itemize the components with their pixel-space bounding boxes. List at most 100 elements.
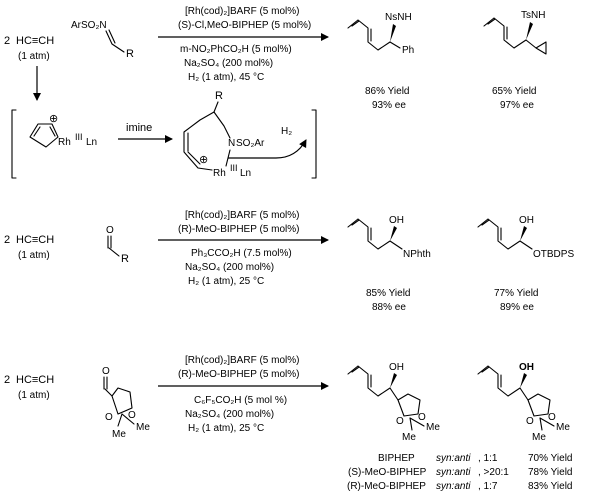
row1-p2-TsNH: TsNH bbox=[521, 10, 545, 21]
row3-p2-ring bbox=[527, 393, 551, 417]
row1-p1-ph-bond bbox=[389, 41, 401, 49]
mech-h2-arrow bbox=[228, 139, 307, 159]
row1-product-2: TsNH 65% Yield 97% ee bbox=[483, 10, 547, 111]
row3-product-anti: OH O O Me Me bbox=[477, 362, 570, 443]
row3-p1-ring-O2: O bbox=[418, 412, 426, 423]
mech-h2-label: H₂ bbox=[281, 126, 292, 137]
row3-alkyne-pressure: (1 atm) bbox=[18, 390, 50, 401]
row3-cond-3: C₆F₅CO₂H (5 mol %) bbox=[194, 395, 287, 406]
row1-conditions: [Rh(cod)₂]BARF (5 mol%) (S)-Cl,MeO-BIPHE… bbox=[158, 6, 329, 83]
mech-plus-1: ⊕ bbox=[49, 113, 58, 125]
row2-p2-ee: 89% ee bbox=[500, 302, 534, 313]
row3-yield-2: 78% Yield bbox=[528, 467, 572, 478]
row3-p1-ring bbox=[397, 393, 421, 417]
row2-p2-yield: 77% Yield bbox=[494, 288, 538, 299]
mech-azametallacycle bbox=[183, 111, 231, 171]
mech-metallacycle bbox=[29, 123, 59, 148]
row3-yield-3: 83% Yield bbox=[528, 481, 572, 492]
row3-me-2: Me bbox=[112, 429, 126, 440]
mech-right-bracket bbox=[311, 109, 317, 179]
row3-reactants: 2 HC≡CH (1 atm) O O O Me Me bbox=[4, 366, 150, 440]
mech-R-bond bbox=[213, 101, 219, 113]
row2-alkyne: HC≡CH bbox=[16, 234, 54, 246]
row1-p2-cyclopropyl bbox=[525, 39, 547, 55]
row1-cond-1: [Rh(cod)₂]BARF (5 mol%) bbox=[185, 6, 299, 17]
row3-aldehyde-bonds bbox=[103, 376, 113, 397]
row1-p1-skeleton bbox=[347, 19, 391, 51]
row2-product-1: OH NPhth 85% Yield 88% ee bbox=[347, 215, 431, 313]
mech-int-SO2Ar: SO₂Ar bbox=[236, 138, 265, 149]
row1-imine-R: R bbox=[126, 48, 134, 60]
row3-p1-ring-O1: O bbox=[396, 416, 404, 427]
row3-ligand-2: (S)-MeO-BIPHEP bbox=[348, 467, 427, 478]
row3-p1-me-2: Me bbox=[402, 432, 416, 443]
row3-ratio-label-2: syn:anti bbox=[436, 467, 471, 478]
row1-alkyne-pressure: (1 atm) bbox=[18, 51, 50, 62]
row3-ring-O2: O bbox=[128, 410, 136, 421]
row2-p2-oh-wedge bbox=[520, 226, 527, 241]
row3-p2-oh-wedge bbox=[520, 373, 527, 388]
mech-int-R: R bbox=[215, 90, 223, 102]
mechanism: ⊕ Rh III Ln imine R N SO₂Ar ⊕ Rh III Ln … bbox=[11, 66, 317, 179]
row1-cond-4: Na₂SO₄ (200 mol%) bbox=[184, 58, 273, 69]
row1-coefficient: 2 bbox=[4, 35, 10, 47]
row2-cond-3: Ph₃CCO₂H (7.5 mol%) bbox=[191, 248, 292, 259]
row3-ring-O1: O bbox=[105, 412, 113, 423]
row3-ratio-2: , >20:1 bbox=[478, 467, 509, 478]
row3-p2-ring-O2: O bbox=[548, 412, 556, 423]
row1-p1-yield: 86% Yield bbox=[365, 86, 409, 97]
row1-imine-sulfonyl: ArSO₂N bbox=[71, 20, 107, 31]
row1-product-1: NsNH Ph 86% Yield 93% ee bbox=[347, 12, 414, 111]
row1-p2-ee: 97% ee bbox=[500, 100, 534, 111]
row3-alkyne: HC≡CH bbox=[16, 374, 54, 386]
row2-cond-4: Na₂SO₄ (200 mol%) bbox=[185, 262, 274, 273]
row3-cond-4: Na₂SO₄ (200 mol%) bbox=[185, 409, 274, 420]
mech-ln-2: Ln bbox=[240, 168, 251, 179]
row2-cond-5: H₂ (1 atm), 25 °C bbox=[188, 276, 264, 287]
row3-acetonide-ring bbox=[111, 387, 133, 415]
row2-p1-yield: 85% Yield bbox=[366, 288, 410, 299]
row3-cond-2: (R)-MeO-BIPHEP (5 mol%) bbox=[178, 369, 300, 380]
row3-p1-OH: OH bbox=[389, 362, 404, 373]
row3-ligand-1: BIPHEP bbox=[378, 453, 415, 464]
row3-p2-OH: OH bbox=[519, 362, 534, 373]
row3-cond-1: [Rh(cod)₂]BARF (5 mol%) bbox=[185, 355, 299, 366]
mech-plus-2: ⊕ bbox=[199, 154, 208, 166]
row1-reactants: 2 HC≡CH (1 atm) ArSO₂N R bbox=[4, 20, 134, 62]
row3-yield-1: 70% Yield bbox=[528, 453, 572, 464]
mech-imine-label: imine bbox=[126, 122, 152, 134]
row1-p2-skeleton bbox=[483, 17, 527, 49]
row2-p1-oh-wedge bbox=[390, 226, 397, 241]
row1-p1-nh-wedge bbox=[390, 24, 396, 42]
row2-cond-1: [Rh(cod)₂]BARF (5 mol%) bbox=[185, 210, 299, 221]
row3-cond-5: H₂ (1 atm), 25 °C bbox=[188, 423, 264, 434]
row2-cond-2: (R)-MeO-BIPHEP (5 mol%) bbox=[178, 224, 300, 235]
mech-rh-ox-1: III bbox=[75, 132, 83, 142]
row3-results: BIPHEP syn:anti , 1:1 70% Yield (S)-MeO-… bbox=[347, 453, 572, 492]
mech-left-bracket bbox=[11, 109, 17, 179]
row2-coefficient: 2 bbox=[4, 234, 10, 246]
mech-ln-1: Ln bbox=[86, 137, 97, 148]
row2-p2-OTBDPS: OTBDPS bbox=[533, 249, 574, 260]
row3-p2-me-2: Me bbox=[532, 432, 546, 443]
row2-p1-OH: OH bbox=[389, 215, 404, 226]
row3-p1-oh-wedge bbox=[390, 373, 397, 388]
row3-ratio-3: , 1:7 bbox=[478, 481, 498, 492]
row1-cond-2: (S)-Cl,MeO-BIPHEP (5 mol%) bbox=[178, 20, 311, 31]
row3-p2-me-1: Me bbox=[556, 422, 570, 433]
row2-product-2: OH OTBDPS 77% Yield 89% ee bbox=[477, 215, 574, 313]
row3-ratio-1: , 1:1 bbox=[478, 453, 498, 464]
row3-product-syn: OH O O Me Me bbox=[347, 362, 440, 443]
row1-cond-5: H₂ (1 atm), 45 °C bbox=[188, 72, 264, 83]
row3-ratio-label-1: syn:anti bbox=[436, 453, 471, 464]
row2-alkyne-pressure: (1 atm) bbox=[18, 250, 50, 261]
row1-p1-NsNH: NsNH bbox=[385, 12, 412, 23]
row3-gem-dimethyl bbox=[117, 413, 135, 427]
row3-conditions: [Rh(cod)₂]BARF (5 mol%) (R)-MeO-BIPHEP (… bbox=[158, 355, 329, 434]
row2-p1-NPhth: NPhth bbox=[403, 249, 431, 260]
row3-coefficient: 2 bbox=[4, 374, 10, 386]
row3-ratio-label-3: syn:anti bbox=[436, 481, 471, 492]
mech-rh-2: Rh bbox=[213, 168, 226, 179]
mech-int-N: N bbox=[228, 138, 235, 149]
row1-imine-bonds bbox=[105, 29, 125, 53]
